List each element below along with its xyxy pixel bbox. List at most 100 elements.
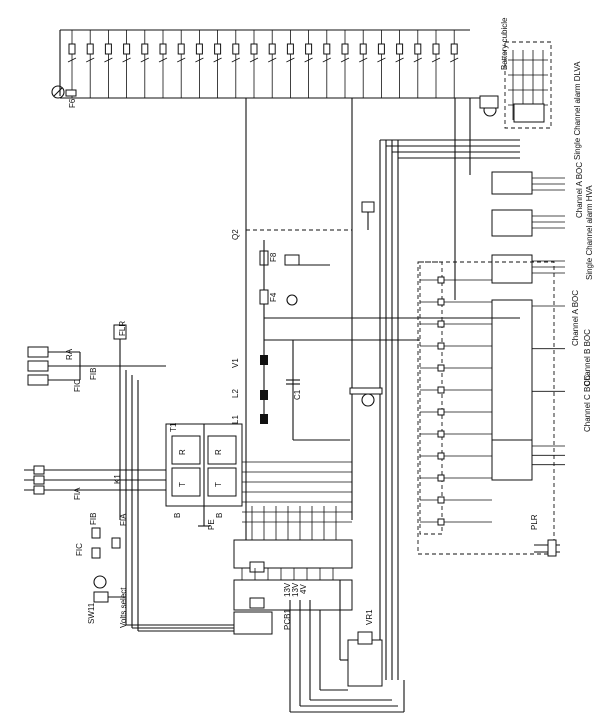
label-c1: C1 bbox=[293, 389, 302, 400]
ladder-contact bbox=[437, 364, 445, 372]
label-v1: V1 bbox=[231, 358, 240, 368]
circuit-fuse bbox=[250, 43, 258, 55]
labels: Battery cubicle Single Channel alarm DLV… bbox=[65, 17, 594, 630]
circuit-switch bbox=[377, 57, 386, 63]
circuit-switch bbox=[213, 57, 222, 63]
circuit-fuse bbox=[68, 43, 76, 55]
circuit-fuse bbox=[195, 43, 203, 55]
ladder-contact bbox=[437, 320, 445, 328]
label-volts-select: Volts select bbox=[119, 587, 128, 628]
circuit-fuse bbox=[414, 43, 422, 55]
label-r-top: R bbox=[178, 449, 187, 455]
label-ra: RA bbox=[65, 348, 74, 360]
circuit-switch bbox=[249, 57, 259, 63]
label-k1: K1 bbox=[113, 474, 122, 484]
center-components bbox=[246, 201, 520, 441]
circuit-switch bbox=[104, 57, 113, 63]
circuit-switch bbox=[450, 57, 459, 63]
ladder-contact bbox=[437, 342, 445, 350]
label-battery-cubicle: Battery cubicle bbox=[500, 17, 509, 70]
label-plr: PLR bbox=[530, 514, 539, 530]
circuit-fuse bbox=[323, 43, 331, 55]
label-t1: T1 bbox=[169, 422, 178, 432]
circuit-fuse bbox=[377, 43, 385, 55]
circuit-fuse bbox=[104, 43, 112, 55]
label-sw11: SW11 bbox=[87, 602, 96, 624]
label-pcb1: PCB1 bbox=[283, 609, 292, 630]
circuit-fuse bbox=[268, 43, 276, 55]
label-fib-top: FIB bbox=[89, 368, 98, 380]
label-fia: FIA bbox=[119, 513, 128, 526]
circuit-switch bbox=[122, 57, 131, 63]
label-13v-b: 13V bbox=[291, 582, 300, 597]
ladder-contact bbox=[437, 474, 445, 482]
vr1-block bbox=[289, 580, 405, 713]
relay-block bbox=[491, 254, 533, 284]
ladder-contact bbox=[437, 430, 445, 438]
ladder-contact bbox=[437, 496, 445, 504]
top-fuse-bus bbox=[59, 29, 490, 99]
transformer-secondary-wiring bbox=[242, 461, 352, 540]
relay-blocks bbox=[491, 171, 565, 481]
circuit-switch bbox=[231, 57, 240, 63]
label-fic-top: FIC bbox=[73, 379, 82, 392]
label-4v: 4V bbox=[299, 584, 308, 594]
label-f6: F6 bbox=[68, 98, 77, 108]
circuit-fuse bbox=[177, 43, 185, 55]
circuit-fuse bbox=[432, 43, 440, 55]
label-pe: PE bbox=[207, 519, 216, 530]
circuit-switch bbox=[359, 57, 368, 63]
circuit-switch bbox=[268, 57, 277, 63]
plr-switch bbox=[534, 539, 560, 557]
ladder-contact bbox=[437, 276, 445, 284]
ladder-contact bbox=[437, 518, 445, 526]
circuit-switch bbox=[86, 57, 95, 63]
label-t-top: T bbox=[178, 482, 187, 487]
f6-fuse bbox=[51, 85, 77, 99]
circuit-fuse bbox=[123, 43, 131, 55]
label-fia-top: FIA bbox=[73, 487, 82, 500]
circuit-switch bbox=[140, 57, 149, 63]
circuit-fuse bbox=[359, 43, 367, 55]
circuit-fuse bbox=[396, 43, 404, 55]
relay-block bbox=[491, 439, 533, 481]
circuit-switch bbox=[158, 57, 168, 63]
label-f8: F8 bbox=[269, 252, 278, 262]
circuit-switch bbox=[431, 57, 441, 63]
label-t-bottom: T bbox=[214, 482, 223, 487]
circuit-fuse bbox=[141, 43, 149, 55]
label-vr1: VR1 bbox=[365, 609, 374, 625]
circuit-fuse bbox=[86, 43, 94, 55]
circuit-switch bbox=[340, 57, 350, 63]
label-channel-a-boc: Channel A BOC bbox=[571, 290, 580, 346]
label-f4: F4 bbox=[269, 292, 278, 302]
label-q2: Q2 bbox=[231, 229, 240, 240]
transformer-t1 bbox=[165, 423, 243, 507]
circuit-fuse bbox=[341, 43, 349, 55]
terminal-block bbox=[233, 539, 353, 635]
label-channel-b-boc: Channel B BOC bbox=[583, 329, 592, 386]
circuit-fuse bbox=[286, 43, 294, 55]
label-single-channel-alarm-hva: Single Channel alarm HVA bbox=[585, 185, 594, 280]
ladder-contact bbox=[437, 452, 445, 460]
label-r-bottom: R bbox=[214, 449, 223, 455]
label-fib: FIB bbox=[89, 513, 98, 525]
circuit-fuse bbox=[305, 43, 313, 55]
label-single-channel-alarm-dlva: Single Channel alarm DLVA bbox=[573, 61, 582, 160]
circuit-fuse-group bbox=[67, 30, 459, 98]
label-fic: FIC bbox=[75, 543, 84, 556]
circuit-switch bbox=[304, 57, 313, 63]
ladder-contact bbox=[437, 408, 445, 416]
label-flr: FLR bbox=[118, 321, 127, 336]
circuit-fuse bbox=[450, 43, 458, 55]
circuit-switch bbox=[413, 57, 422, 63]
boc-dashed-region bbox=[417, 261, 555, 555]
circuit-switch bbox=[286, 57, 295, 63]
label-l2: L2 bbox=[231, 389, 240, 398]
boc-wiring-ladder bbox=[420, 276, 492, 526]
ladder-contact bbox=[437, 386, 445, 394]
circuit-switch bbox=[67, 57, 77, 63]
circuit-switch bbox=[322, 57, 331, 63]
ladder-contact bbox=[437, 298, 445, 306]
